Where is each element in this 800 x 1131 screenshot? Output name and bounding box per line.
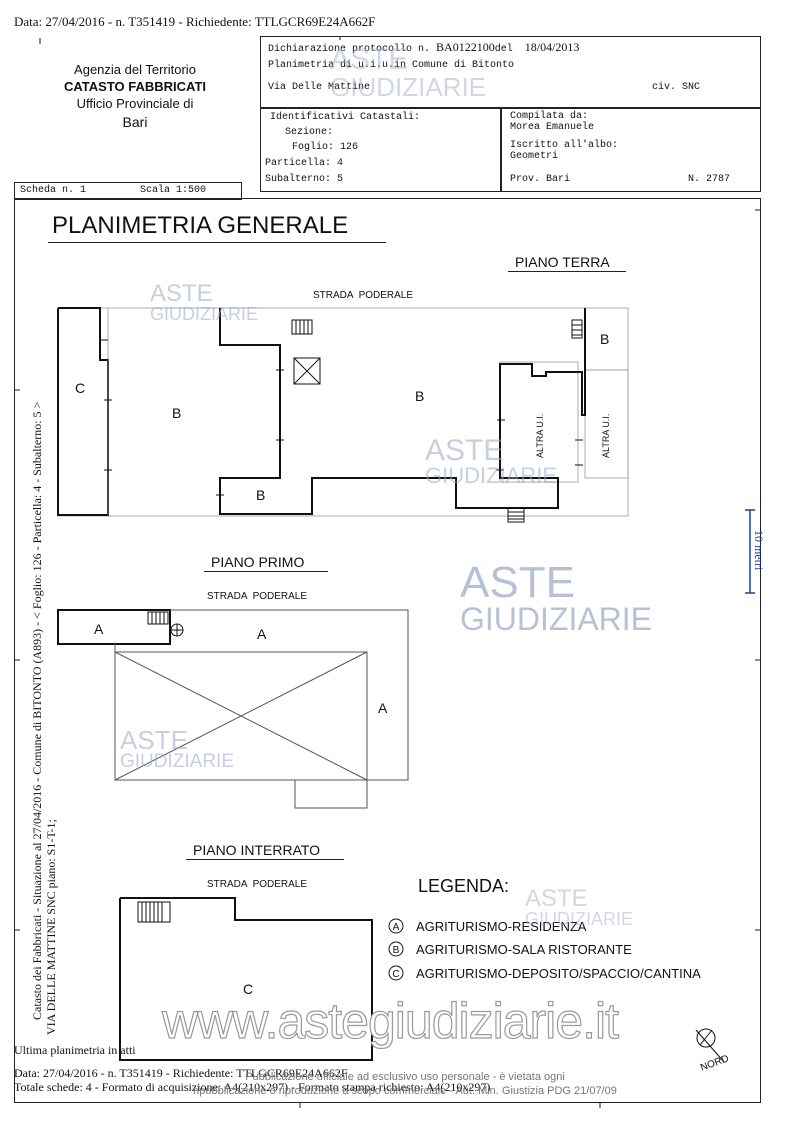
plan-label: Planimetria di u.i.u.in Comune di Bitont… (268, 60, 515, 71)
road-label-primo: STRADA PODERALE (207, 591, 308, 602)
protocol-number: BA0122100 (436, 40, 495, 54)
road-label-terra: STRADA PODERALE (313, 290, 414, 301)
piano-terra-labels: C B B B B ALTRA U.I. ALTRA U.I. (75, 331, 611, 503)
plan-title-underline (48, 242, 386, 243)
primo-label-a-1: A (94, 621, 104, 637)
legend-key-c: C (392, 969, 399, 980)
terra-label-c: C (75, 380, 85, 396)
agency-block: Agenzia del Territorio CATASTO FABBRICAT… (40, 62, 230, 130)
legend-title: LEGENDA: (418, 876, 510, 896)
last-plan-note: Ultima planimetria in atti (14, 1043, 136, 1057)
agency-catasto: CATASTO FABBRICATI (63, 79, 207, 94)
footer-totale-line: Totale schede: 4 - Formato di acquisizio… (14, 1080, 491, 1094)
agency-name: Agenzia del Territorio (74, 62, 196, 77)
registered-value: Geometri (510, 151, 559, 162)
legend-keys (388, 918, 404, 981)
piano-primo-plan (57, 609, 409, 809)
piano-interrato-underline (186, 859, 344, 860)
piano-terra-underline (508, 271, 626, 272)
footer-data-line: Data: 27/04/2016 - n. T351419 - Richiede… (14, 1066, 348, 1080)
piano-terra-title: PIANO TERRA (515, 254, 610, 270)
terra-label-b-1: B (172, 405, 181, 421)
header-request-line: Data: 27/04/2016 - n. T351419 - Richiede… (14, 14, 376, 29)
foglio: Foglio: 126 (292, 142, 359, 153)
registered-label: Iscritto all'albo: (510, 140, 619, 151)
road-label-interrato: STRADA PODERALE (207, 879, 308, 890)
primo-label-a-2: A (257, 626, 267, 642)
piano-interrato-title: PIANO INTERRATO (193, 842, 321, 858)
drawing-frame (14, 198, 761, 1103)
terra-altra-ui-2: ALTRA U.I. (601, 414, 611, 458)
piano-interrato-labels: C (243, 981, 253, 997)
piano-terra-plan (57, 307, 629, 523)
compiled-name: Morea Emanuele (510, 122, 595, 133)
legend-item-ristorante: AGRITURISMO-SALA RISTORANTE (416, 942, 632, 957)
scale-bar (745, 509, 755, 594)
primo-label-a-3: A (378, 700, 388, 716)
piano-primo-labels: A A A (94, 621, 388, 716)
footer-notice: Pubblicazione ufficiale ad esclusivo uso… (193, 1071, 617, 1097)
piano-interrato-plan (119, 897, 373, 1061)
legend-key-b: B (393, 945, 400, 956)
sheet-box (14, 182, 242, 200)
piano-primo-underline (204, 571, 328, 572)
terra-altra-ui-1: ALTRA U.I. (535, 414, 545, 458)
agency-office: Ufficio Provinciale di (76, 96, 194, 111)
declaration-box (260, 36, 761, 108)
particella: Particella: 4 (265, 158, 344, 169)
subalterno: Subalterno: 5 (265, 174, 344, 185)
legend-item-residenza: AGRITURISMO-RESIDENZA (416, 919, 587, 934)
sheet-number: Scheda n. 1 (20, 185, 87, 196)
interrato-label-c: C (243, 981, 253, 997)
piano-primo-title: PIANO PRIMO (211, 554, 305, 570)
terra-label-b-2: B (256, 487, 265, 503)
protocol-date: 18/04/2013 (524, 40, 580, 54)
legend-key-a: A (393, 922, 400, 933)
watermark-site: www.astegiudiziarie.it (161, 992, 619, 1049)
terra-label-b-4: B (600, 331, 609, 347)
terra-label-b-3: B (415, 388, 424, 404)
north-arrow-icon (695, 1028, 725, 1063)
province: Prov. Bari (510, 174, 571, 185)
sheet-scale: Scala 1:500 (140, 185, 207, 196)
registration-number: N. 2787 (688, 174, 731, 185)
compiler-box (501, 108, 761, 192)
address: Via Delle Mattine (268, 82, 371, 93)
agency-city: Bari (122, 114, 148, 130)
plan-title: PLANIMETRIA GENERALE (52, 212, 349, 239)
protocol-line: Dichiarazione protocollo n. BA0122100del… (268, 40, 580, 55)
compiled-label: Compilata da: (510, 111, 589, 122)
identifiers-box (260, 108, 501, 192)
identifiers-title: Identificativi Catastali: (270, 112, 421, 123)
civ-number: civ. SNC (652, 82, 701, 93)
sezione: Sezione: (285, 127, 334, 138)
legend-item-deposito: AGRITURISMO-DEPOSITO/SPACCIO/CANTINA (416, 966, 701, 981)
